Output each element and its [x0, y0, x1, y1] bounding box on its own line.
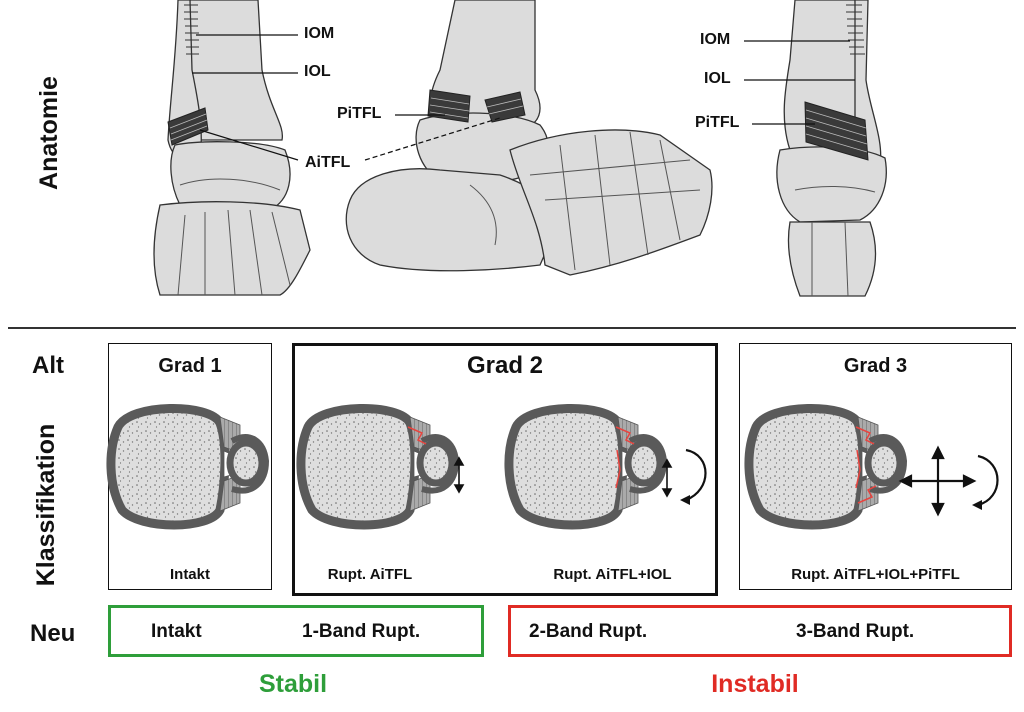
unstable-box: [508, 605, 1012, 657]
grade-2-title: Grad 2: [466, 352, 544, 379]
anatomy-anterior-view: [153, 0, 311, 296]
label-iom-right: IOM: [700, 31, 731, 48]
label-iol-left: IOL: [304, 63, 331, 80]
label-pitfl-middle: PiTFL: [337, 105, 382, 122]
alt-label: Alt: [32, 352, 64, 379]
grade-1-caption: Intakt: [169, 566, 210, 583]
label-pitfl-right: PiTFL: [695, 114, 740, 131]
unstable-item-2-band: 2-Band Rupt.: [529, 621, 648, 642]
stable-box: [108, 605, 484, 657]
stable-item-intact: Intakt: [151, 621, 202, 642]
anatomy-posterior-view: [744, 0, 887, 297]
unstable-item-3-band: 3-Band Rupt.: [796, 621, 915, 642]
grade-3-title: Grad 3: [843, 355, 908, 377]
neu-label: Neu: [30, 620, 76, 647]
section-divider: [8, 327, 1016, 329]
anatomy-lateral-view: [345, 0, 713, 276]
stable-item-1-band: 1-Band Rupt.: [302, 621, 421, 642]
stable-label: Stabil: [258, 670, 328, 698]
label-iol-right: IOL: [704, 70, 731, 87]
label-iom-left: IOM: [304, 25, 335, 42]
label-aitfl: AiTFL: [305, 154, 351, 171]
grade-2-caption-a: Rupt. AiTFL: [327, 566, 413, 583]
grade-2-caption-b: Rupt. AiTFL+IOL: [553, 566, 672, 583]
grade-3-caption: Rupt. AiTFL+IOL+PiTFL: [791, 566, 960, 583]
unstable-label: Instabil: [711, 670, 799, 698]
grade-1-title: Grad 1: [158, 355, 222, 377]
